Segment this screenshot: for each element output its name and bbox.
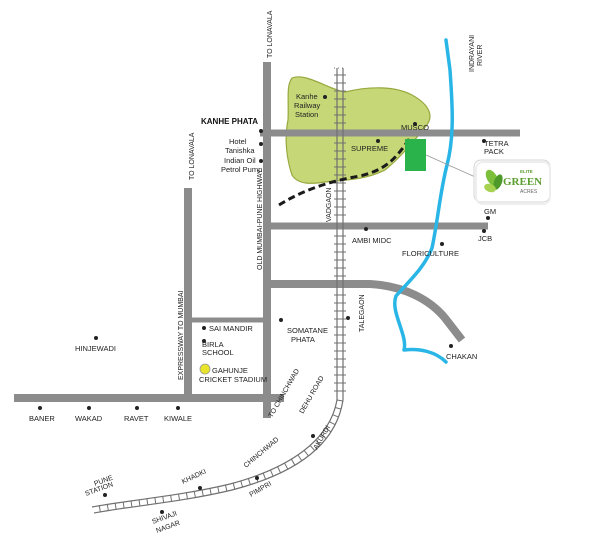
leaf-icon <box>484 169 503 193</box>
label-kiwale: KIWALE <box>164 414 192 423</box>
label-gahunje-1: GAHUNJE <box>212 366 248 375</box>
label-indian-oil-2: Petrol Pump <box>221 165 262 174</box>
label-indrayani-river-1: INDRAYANI <box>469 35 476 72</box>
label-kanhe-phata: KANHE PHATA <box>201 117 258 126</box>
label-expressway: EXPRESSWAY TO MUMBAI <box>178 290 185 380</box>
label-birla-school-1: BIRLA <box>202 340 224 349</box>
label-wakad: WAKAD <box>75 414 103 423</box>
label-somatane-1: SOMATANE <box>287 326 328 335</box>
project-site-marker[interactable] <box>405 139 426 171</box>
label-ravet: RAVET <box>124 414 149 423</box>
label-indrayani-river-2: RIVER <box>477 45 484 66</box>
railway-curve <box>91 399 344 514</box>
elite-green-acres-logo[interactable]: ELITE GREEN ACRES <box>473 159 551 205</box>
label-hinjewadi: HINJEWADI <box>75 344 116 353</box>
label-khadki: KHADKI <box>181 468 208 485</box>
label-hotel-tanishka-2: Tanishka <box>225 146 255 155</box>
label-tetra-pack-1: TETRA <box>484 139 509 148</box>
label-chinchwad: CHINCHWAD <box>243 436 281 469</box>
logo-line2: GREEN <box>503 176 542 188</box>
label-tetra-pack-2: PACK <box>484 147 504 156</box>
indrayani-river <box>393 38 454 364</box>
label-kanhe-station-2: Railway <box>294 101 321 110</box>
railway-vertical-ties <box>334 74 346 392</box>
label-sai-mandir: SAI MANDIR <box>209 324 253 333</box>
label-baner: BANER <box>29 414 55 423</box>
stadium-marker <box>199 363 211 375</box>
label-ambi-midc: AMBI MIDC <box>352 236 392 245</box>
label-to-lonavala-left: TO LONAVALA <box>189 132 196 180</box>
label-kanhe-station-1: Kanhe <box>296 92 318 101</box>
label-chakan: CHAKAN <box>446 352 477 361</box>
label-hotel-tanishka-1: Hotel <box>229 137 247 146</box>
label-pimpri: PIMPRI <box>249 481 273 499</box>
chakan-road <box>267 280 466 343</box>
label-somatane-2: PHATA <box>291 335 315 344</box>
label-dehu-road: DEHU ROAD <box>299 375 326 415</box>
site-pointer-line <box>425 154 483 181</box>
label-indian-oil-1: Indian Oil <box>224 156 256 165</box>
label-birla-school-2: SCHOOL <box>202 348 234 357</box>
label-jcb: JCB <box>478 234 492 243</box>
label-supreme: SUPREME <box>351 144 388 153</box>
logo-line3: ACRES <box>520 189 538 195</box>
label-musco: MUSCO <box>401 123 429 132</box>
label-kanhe-station-3: Station <box>295 110 318 119</box>
label-vadgaon: VADGAON <box>326 188 333 223</box>
label-talegaon: TALEGAON <box>359 294 366 332</box>
label-floriculture: FLORICULTURE <box>402 249 459 258</box>
roads <box>14 62 520 418</box>
label-gahunje-2: CRICKET STADIUM <box>199 375 267 384</box>
label-to-chinchwad: TO CHINCHWAD <box>268 368 301 419</box>
label-gm: GM <box>484 207 496 216</box>
label-to-lonavala-top: TO LONAVALA <box>267 10 274 58</box>
label-akurdi: AKURDI <box>313 425 332 451</box>
label-old-highway: OLD MUMBAI-PUNE HIGHWAY <box>257 169 264 270</box>
logo-line1: ELITE <box>520 169 533 174</box>
location-dots <box>38 95 490 514</box>
